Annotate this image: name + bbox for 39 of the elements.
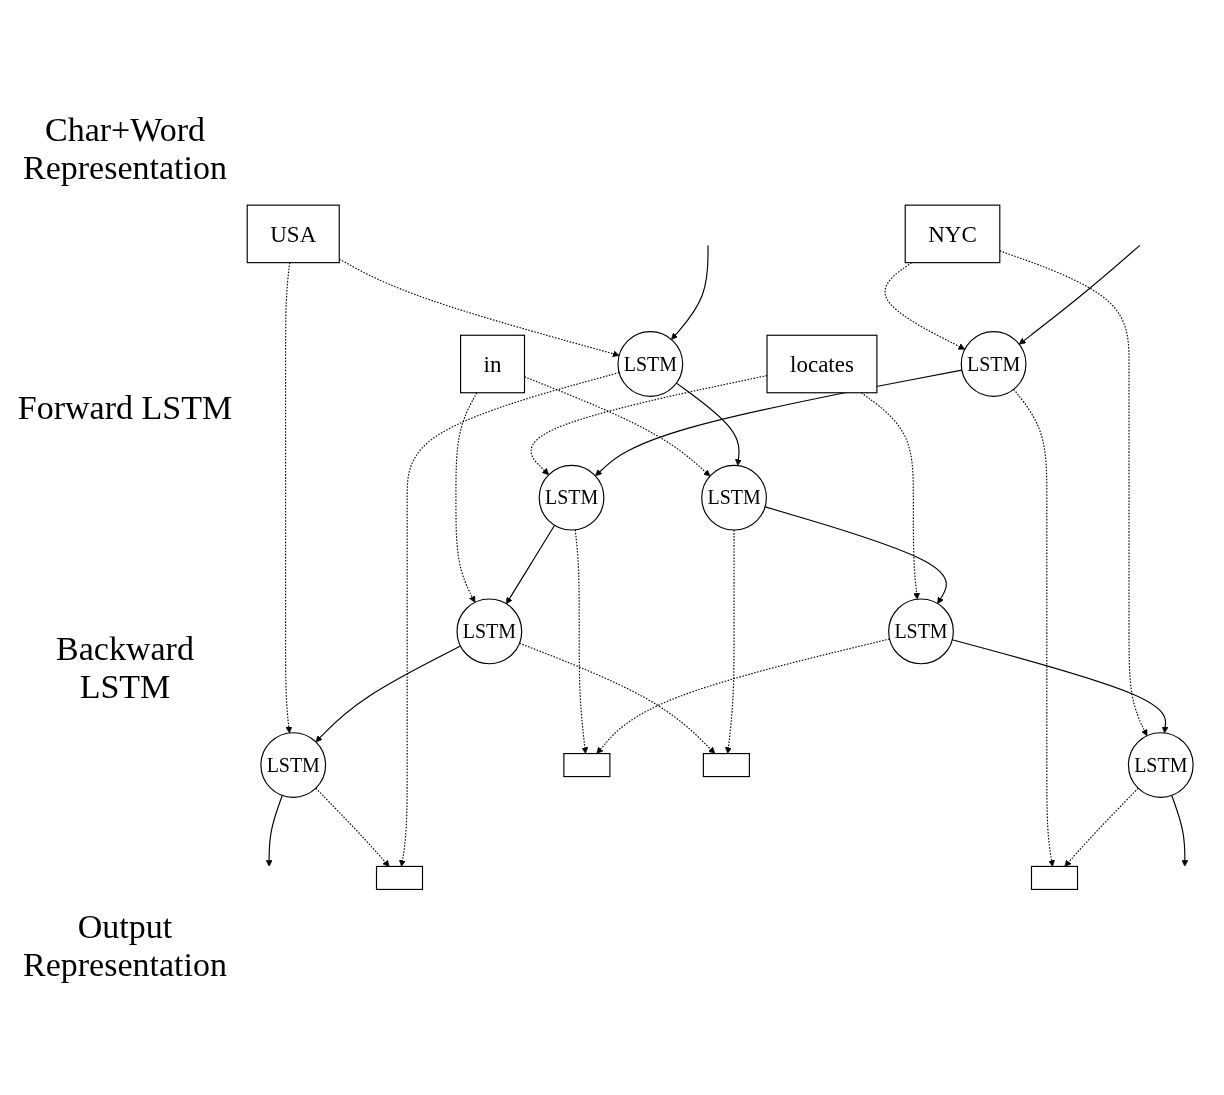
row-label: Backward LSTM — [55, 629, 195, 706]
arrow — [399, 372, 620, 867]
arrow — [1018, 245, 1141, 345]
arrow — [1171, 795, 1189, 867]
row-label: Char+Word Representation — [22, 111, 228, 188]
arrow — [1064, 787, 1139, 867]
node-box — [702, 753, 750, 778]
node-box — [375, 866, 424, 891]
arrow — [1013, 388, 1055, 867]
row-label: Forward LSTM — [16, 389, 234, 428]
node-box: locates — [766, 334, 878, 394]
arrow — [455, 392, 478, 603]
node-box: USA — [246, 204, 340, 264]
arrow — [315, 787, 390, 867]
node-circle: LSTM — [960, 331, 1027, 398]
node-circle: LSTM — [538, 465, 605, 531]
arrow — [764, 506, 947, 605]
node-box: NYC — [904, 204, 1001, 264]
arrow — [315, 645, 462, 743]
row-label: Output Representation — [22, 907, 228, 984]
node-box — [1030, 866, 1079, 891]
arrow — [860, 392, 920, 600]
node-box — [563, 753, 611, 778]
node-circle: LSTM — [260, 732, 327, 799]
arrow — [884, 262, 966, 350]
node-circle: LSTM — [617, 331, 684, 398]
arrow — [574, 529, 589, 755]
node-circle: LSTM — [701, 465, 767, 531]
node-box: in — [460, 334, 526, 394]
arrow — [999, 250, 1148, 737]
arrow — [506, 524, 556, 605]
arrow — [671, 245, 709, 341]
arrow — [530, 375, 768, 476]
arrow — [265, 795, 283, 867]
node-circle: LSTM — [1127, 732, 1194, 799]
arrow — [285, 262, 293, 734]
node-circle: LSTM — [456, 598, 523, 665]
node-circle: LSTM — [888, 598, 954, 665]
arrow — [675, 382, 742, 467]
